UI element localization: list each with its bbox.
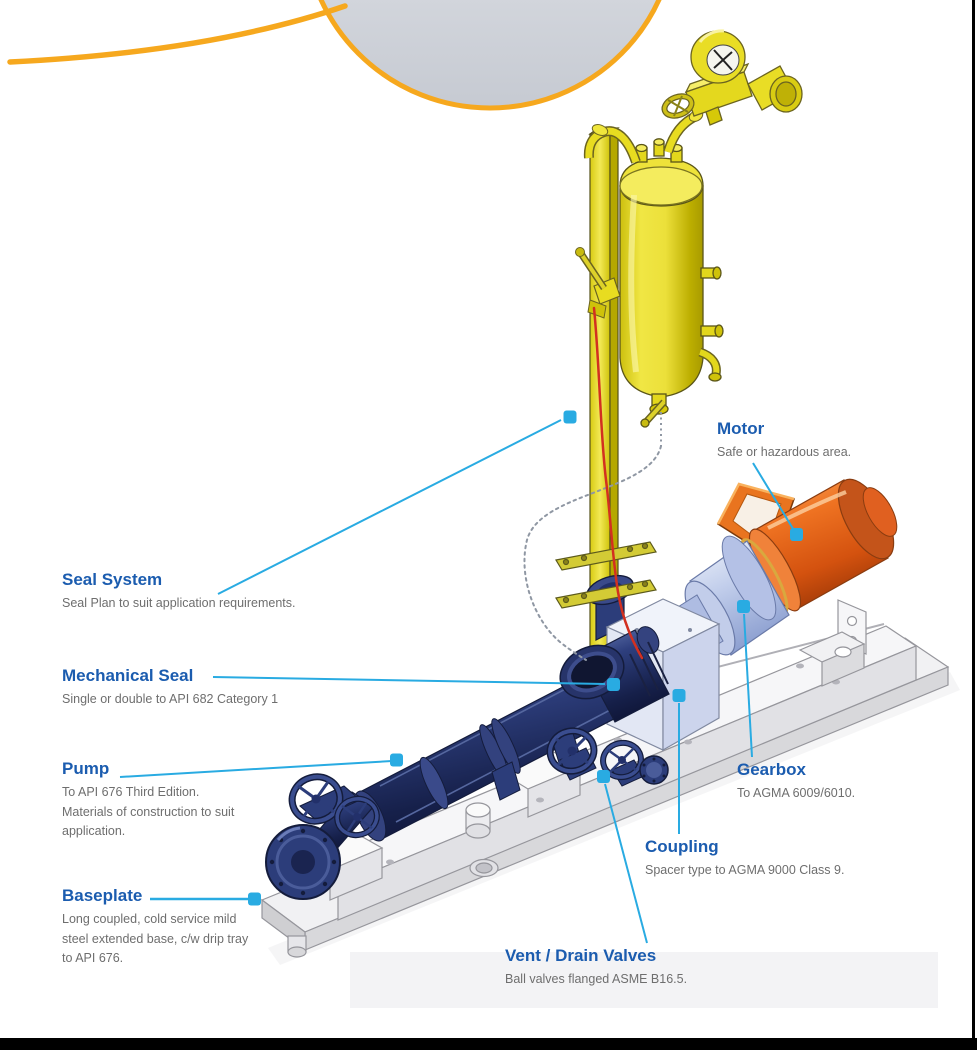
coupling-label: Coupling	[645, 837, 719, 856]
coupling-marker	[672, 689, 686, 702]
pressure-gauge	[690, 29, 746, 84]
page-bottom-bar	[0, 1038, 977, 1050]
vent-drain-leader	[604, 783, 648, 944]
vent-drain-marker	[597, 770, 610, 783]
suction-flange	[265, 824, 341, 900]
pump-marker	[390, 753, 403, 767]
seal-system-description: Seal Plan to suit application requiremen…	[62, 596, 296, 610]
pump-description: To API 676 Third Edition. Materials of c…	[62, 785, 235, 838]
callout-motor: Motor Safe or hazardous area.	[717, 419, 937, 463]
motor-leader	[752, 462, 796, 533]
pump-label: Pump	[62, 759, 110, 778]
callout-leaders	[119, 410, 803, 944]
gearbox-leader	[743, 613, 753, 758]
page-right-edge	[972, 0, 975, 1050]
motor-illustration	[739, 478, 898, 616]
instrument-assembly	[661, 29, 803, 126]
vent-drain-valves-label: Vent / Drain Valves	[505, 946, 657, 965]
post-brackets	[555, 541, 657, 609]
instrument-handwheel	[661, 93, 695, 119]
motor-description: Safe or hazardous area.	[717, 445, 852, 459]
callout-baseplate: Baseplate Long coupled, cold service mil…	[62, 886, 257, 969]
pump-leader	[119, 760, 393, 778]
callout-pump: Pump To API 676 Third Edition. Materials…	[62, 759, 252, 842]
motor-label: Motor	[717, 419, 765, 438]
gearbox-description: To AGMA 6009/6010.	[737, 786, 856, 800]
callout-mechanical-seal: Mechanical Seal Single or double to API …	[62, 666, 352, 710]
callout-coupling: Coupling Spacer type to AGMA 9000 Class …	[645, 837, 905, 881]
motor-marker	[790, 528, 803, 541]
coupling-description: Spacer type to AGMA 9000 Class 9.	[645, 863, 845, 877]
mechanical-seal-label: Mechanical Seal	[62, 666, 194, 685]
mechanical-seal-leader	[212, 676, 606, 685]
mechanical-seal-marker	[607, 678, 620, 691]
pump-illustration	[265, 626, 670, 900]
vessel-pipework	[583, 110, 704, 164]
callout-seal-system: Seal System Seal Plan to suit applicatio…	[62, 570, 362, 614]
baseplate-marker	[248, 892, 261, 906]
header-circle	[7, 0, 662, 111]
baseplate-shadow	[350, 952, 938, 1008]
seal-system-label: Seal System	[62, 570, 163, 589]
callout-gearbox: Gearbox To AGMA 6009/6010.	[737, 760, 937, 804]
vessel-side-valve	[575, 247, 621, 319]
seal-system-leader	[217, 419, 562, 595]
mechanical-seal-description: Single or double to API 682 Category 1	[62, 692, 279, 706]
seal-pot-vessel	[619, 138, 724, 428]
brand-swoosh	[7, 3, 348, 65]
suction-handwheels	[288, 773, 380, 839]
baseplate-description: Long coupled, cold service mild steel ex…	[62, 912, 249, 965]
dashed-hose	[523, 445, 662, 661]
vent-drain-valve-cluster	[546, 727, 669, 787]
seal-tubing	[592, 306, 644, 660]
vent-drain-valves-description: Ball valves flanged ASME B16.5.	[505, 972, 688, 986]
gearbox-marker	[737, 600, 750, 613]
gearbox-label: Gearbox	[737, 760, 806, 779]
seal-system-marker	[563, 410, 577, 424]
baseplate-label: Baseplate	[62, 886, 143, 905]
callout-vent-drain-valves: Vent / Drain Valves Ball valves flanged …	[505, 946, 755, 990]
